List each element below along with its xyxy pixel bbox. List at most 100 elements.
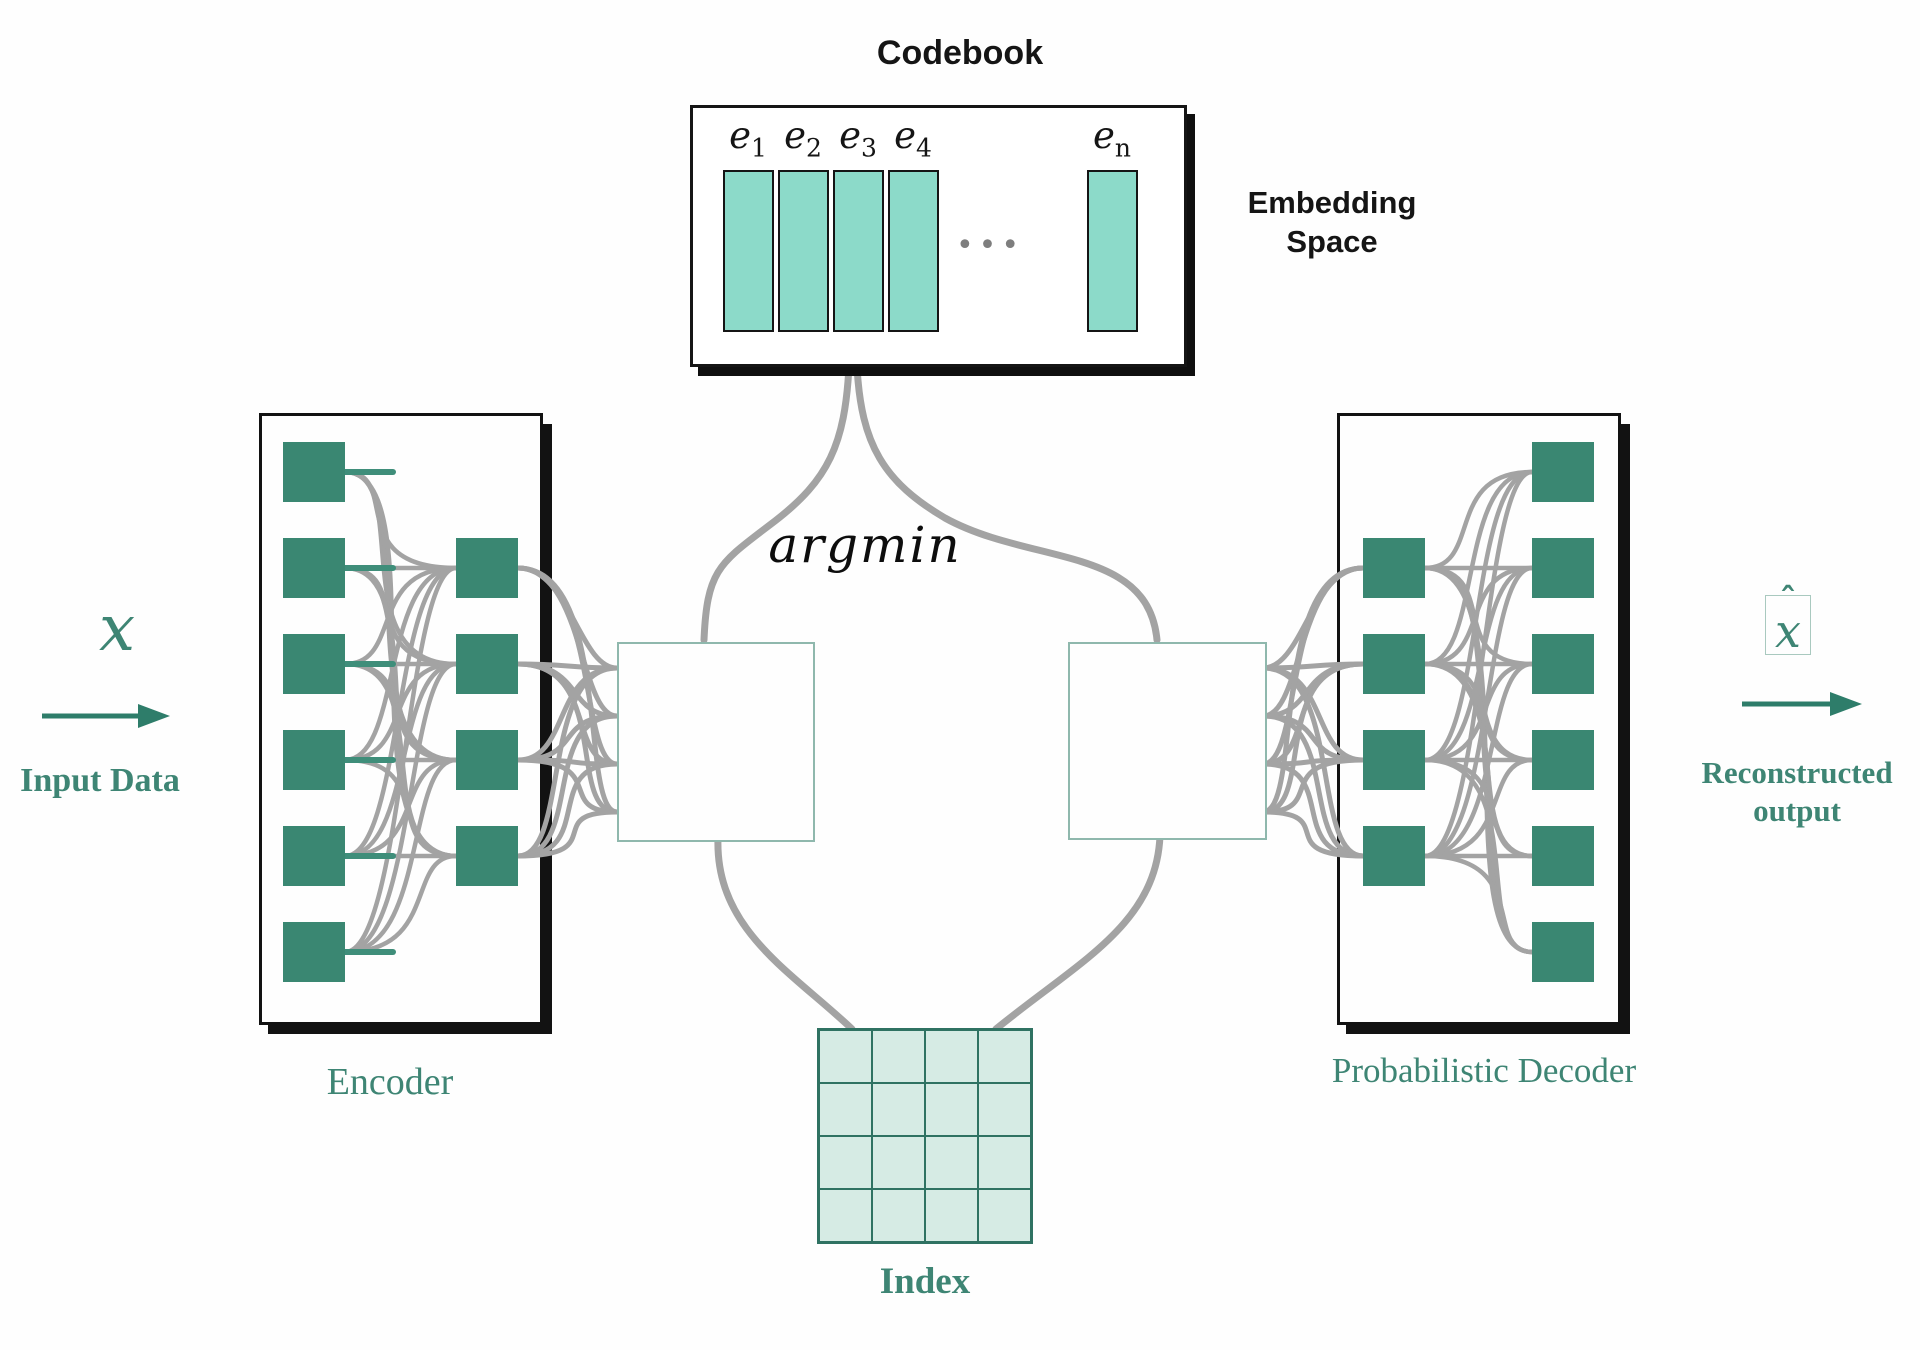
index-cell <box>925 1136 978 1189</box>
index-cell <box>819 1030 872 1083</box>
connection-curve <box>515 761 620 859</box>
quantized-to-index-curve <box>992 832 1164 1033</box>
connection-curve <box>342 565 459 859</box>
encoder-box-shadow-bottom <box>268 1024 552 1034</box>
reconstructed-output-label: Reconstructed output <box>1667 754 1920 830</box>
embedding-label: en <box>1092 114 1131 163</box>
codebook-title: Codebook <box>876 34 1044 72</box>
decoder-box-shadow-bottom <box>1346 1024 1630 1034</box>
embedding-label: e2 <box>784 114 822 163</box>
encoder-box <box>259 413 543 1025</box>
encoder-latent-box <box>617 642 815 842</box>
encoder-input-node <box>283 442 345 502</box>
latent-to-index-curve <box>714 834 856 1033</box>
embedding-label: e1 <box>729 114 767 163</box>
x-hat-letter: x <box>1775 604 1801 658</box>
connection-curve <box>1422 565 1535 859</box>
connection-curve <box>515 757 620 815</box>
connection-curve <box>515 565 620 815</box>
connection-curve <box>1422 469 1535 859</box>
decoder-hidden-node <box>1363 826 1425 886</box>
connection-curve <box>1422 469 1535 571</box>
reconstructed-line1: Reconstructed <box>1701 755 1893 790</box>
connection-curve <box>342 661 459 955</box>
encoder-hidden-node <box>456 730 518 790</box>
index-cell <box>819 1083 872 1136</box>
decoder-box-shadow-right <box>1621 424 1630 1034</box>
decoder-output-node <box>1532 730 1594 790</box>
embedding-space-line1: Embedding <box>1247 185 1417 220</box>
connection-curve <box>342 469 459 571</box>
output-arrow-head <box>1830 692 1862 716</box>
connection-curve <box>1422 757 1535 859</box>
index-cell <box>925 1083 978 1136</box>
encoder-input-node <box>283 634 345 694</box>
decoder-output-node <box>1532 826 1594 886</box>
connection-curve <box>342 757 459 955</box>
index-cell <box>872 1030 925 1083</box>
embedding-space-label: Embedding Space <box>1197 183 1467 261</box>
decoder-hidden-node <box>1363 634 1425 694</box>
connection-curve <box>515 665 620 859</box>
connection-curve <box>342 853 459 955</box>
index-cell <box>978 1189 1031 1242</box>
embedding-label: e4 <box>894 114 932 163</box>
embedding-vector-bar <box>833 170 884 332</box>
connection-curve <box>342 565 459 667</box>
encoder-hidden-node <box>456 826 518 886</box>
codebook-to-quantized-latent-curve <box>853 362 1161 644</box>
connection-curve <box>342 565 459 955</box>
ellipsis-dots: ••• <box>955 228 1025 263</box>
index-label: Index <box>879 1261 971 1302</box>
codebook-box: e1 e2 e3 e4 en ••• <box>690 105 1187 367</box>
connection-curve <box>1260 661 1366 815</box>
index-cell <box>925 1189 978 1242</box>
decoder-output-node <box>1532 634 1594 694</box>
connection-curve <box>1422 853 1535 955</box>
encoder-label: Encoder <box>326 1061 454 1103</box>
connection-curve <box>515 809 620 859</box>
decoder-output-node <box>1532 442 1594 502</box>
index-cell <box>978 1136 1031 1189</box>
reconstructed-line2: output <box>1753 793 1841 828</box>
index-cell <box>925 1030 978 1083</box>
connection-curve <box>515 713 620 859</box>
decoder-hidden-node <box>1363 538 1425 598</box>
input-data-label: Input Data <box>20 762 180 799</box>
argmin-label: argmin <box>768 516 962 574</box>
decoder-output-node <box>1532 922 1594 982</box>
connection-curve <box>1260 761 1366 859</box>
embedding-vector-bar <box>888 170 939 332</box>
connection-curve <box>515 661 620 815</box>
index-cell <box>872 1083 925 1136</box>
embedding-space-line2: Space <box>1286 224 1378 259</box>
input-x-symbol: x <box>98 592 136 666</box>
connection-curve <box>1260 757 1366 815</box>
codebook-to-encoder-latent-curve <box>700 362 853 644</box>
decoder-box <box>1337 413 1621 1025</box>
connection-curve <box>1260 809 1366 859</box>
decoder-output-node <box>1532 538 1594 598</box>
x-hat-symbol: ˆ x <box>1765 584 1811 658</box>
index-cell <box>978 1030 1031 1083</box>
decoder-hidden-node <box>1363 730 1425 790</box>
encoder-box-shadow-right <box>543 424 552 1034</box>
index-grid <box>817 1028 1033 1244</box>
encoder-input-node <box>283 922 345 982</box>
connection-curve <box>1260 565 1366 815</box>
embedding-label: e3 <box>839 114 877 163</box>
connection-curve <box>1422 661 1535 859</box>
connection-curve <box>1422 469 1535 763</box>
encoder-input-node <box>283 538 345 598</box>
embedding-vector-bar <box>1087 170 1138 332</box>
encoder-hidden-node <box>456 634 518 694</box>
encoder-input-node <box>283 826 345 886</box>
input-arrow-head <box>138 704 170 728</box>
encoder-input-node <box>283 730 345 790</box>
decoder-label: Probabilistic Decoder <box>1331 1051 1637 1090</box>
index-cell <box>978 1083 1031 1136</box>
quantized-latent-box <box>1068 642 1267 840</box>
index-cell <box>819 1136 872 1189</box>
